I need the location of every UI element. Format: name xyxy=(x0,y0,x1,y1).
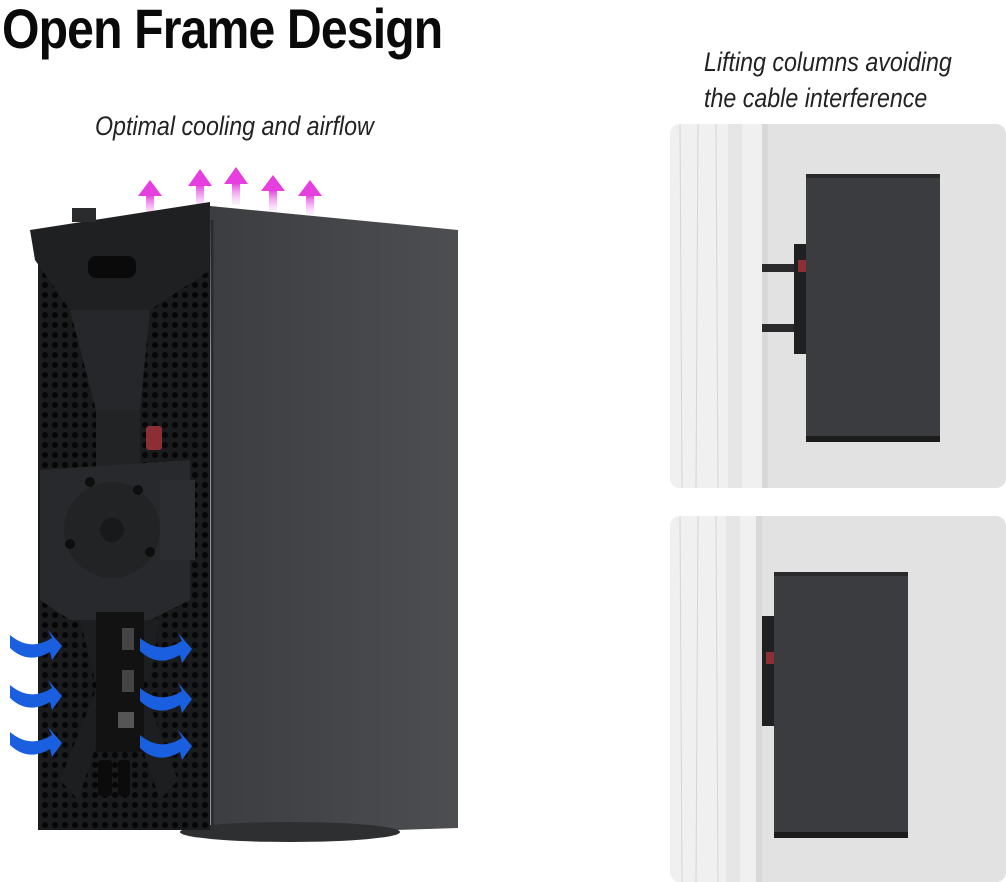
arrow-up-icon xyxy=(224,167,248,205)
arrow-up-icon xyxy=(188,169,212,209)
console-with-bracket-illustration xyxy=(0,160,470,860)
intake-arrows xyxy=(10,630,192,760)
lifting-caption: Lifting columns avoiding the cable inter… xyxy=(704,44,952,116)
mounted-console-flush xyxy=(762,572,908,838)
curved-arrow-right-icon xyxy=(140,683,192,713)
console-side-panel xyxy=(210,206,458,836)
rear-io-ports xyxy=(96,612,144,796)
headline: Open Frame Design xyxy=(2,0,443,60)
curved-arrow-right-icon xyxy=(140,633,192,663)
curved-arrow-right-icon xyxy=(10,727,62,757)
curved-arrow-right-icon xyxy=(140,730,192,760)
wall-mount-photo-top xyxy=(670,124,1006,488)
lifting-caption-line-2: the cable interference xyxy=(704,83,928,113)
curved-arrow-right-icon xyxy=(10,630,62,660)
mounted-console xyxy=(762,174,940,442)
curved-arrow-right-icon xyxy=(10,680,62,710)
arrow-up-icon xyxy=(261,175,285,212)
arrow-up-icon xyxy=(138,180,162,217)
wall-mount-photo-bottom xyxy=(670,516,1006,882)
lifting-caption-line-1: Lifting columns avoiding xyxy=(704,47,952,77)
exhaust-arrows xyxy=(138,167,322,217)
arrow-up-icon xyxy=(298,180,322,215)
cooling-caption: Optimal cooling and airflow xyxy=(95,111,374,141)
